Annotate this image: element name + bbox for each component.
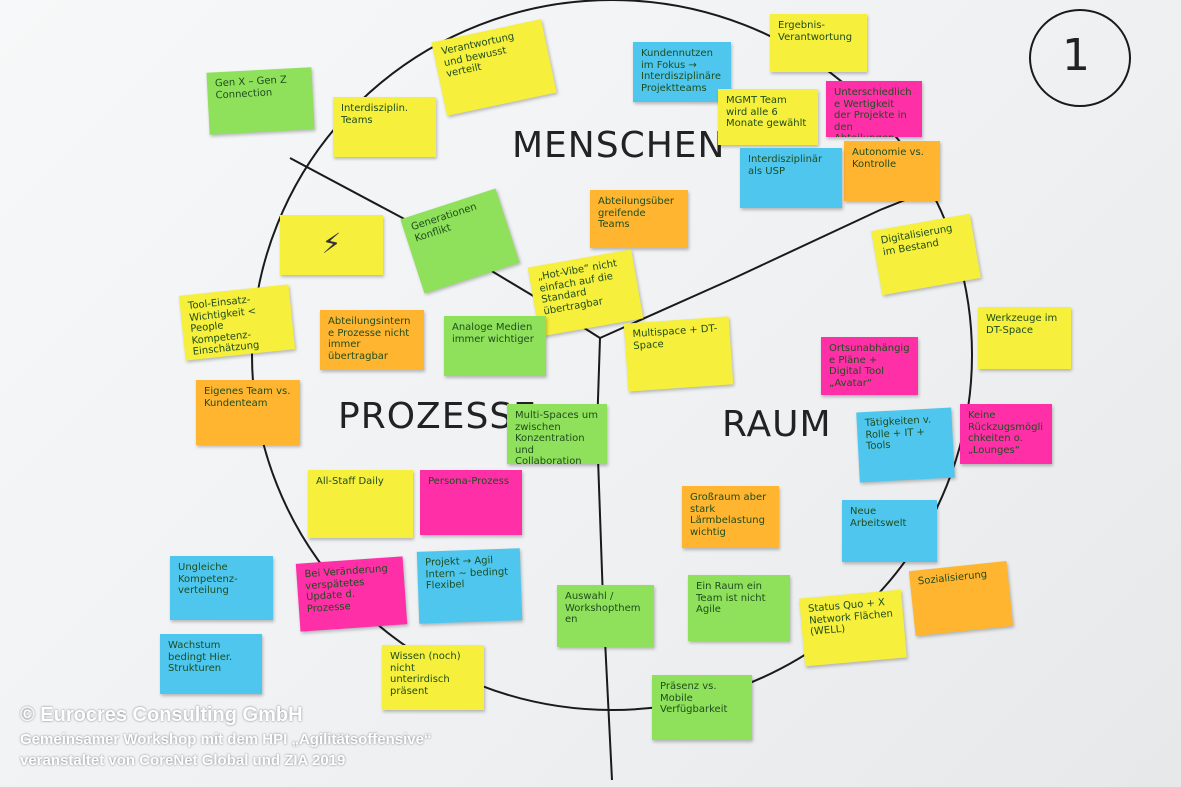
footer-copyright: © Eurocres Consulting GmbH (20, 704, 303, 726)
sticky-note: Ungleiche Kompetenz-verteilung (170, 556, 273, 620)
label-menschen: MENSCHEN (512, 125, 726, 166)
sticky-note: Abteilungsübergreifende Teams (590, 190, 688, 248)
footer-line-1: Gemeinsamer Workshop mit dem HPI „Agilit… (20, 731, 432, 748)
sticky-note: Projekt → Agil Intern ~ bedingt Flexibel (416, 548, 523, 624)
sticky-note: Kundennutzen im Fokus → Interdisziplinär… (633, 42, 731, 102)
footer-line-2: veranstaltet von CoreNet Global und ZIA … (20, 752, 346, 769)
sticky-note: Werkzeuge im DT-Space (978, 307, 1071, 369)
corner-number: 1 (1062, 30, 1091, 81)
sticky-note: Multispace + DT-Space (623, 316, 734, 392)
sticky-note: Autonomie vs. Kontrolle (844, 141, 940, 201)
sticky-note: Eigenes Team vs. Kundenteam (196, 380, 300, 445)
sticky-note: Präsenz vs. Mobile Verfügbarkeit (652, 675, 752, 740)
sticky-note: Analoge Medien immer wichtiger (444, 316, 546, 376)
sticky-note: Persona-Prozess (420, 470, 522, 535)
sticky-note: Wissen (noch) nicht unterirdisch präsent (382, 645, 484, 710)
corner-circle (1029, 9, 1131, 107)
sticky-note: Keine Rückzugsmöglichkeiten o. „Lounges“ (960, 404, 1052, 464)
sticky-note: Abteilungsinterne Prozesse nicht immer ü… (320, 310, 424, 370)
sticky-note: Auswahl / Workshopthemen (557, 585, 654, 647)
sticky-note: Unterschiedliche Wertigkeit der Projekte… (826, 81, 922, 137)
sticky-note: Interdisziplin. Teams (333, 97, 436, 157)
label-raum: RAUM (722, 404, 832, 445)
sticky-note: Wachstum bedingt Hier. Strukturen (160, 634, 262, 694)
sticky-note: MGMT Team wird alle 6 Monate gewählt (718, 89, 818, 145)
sticky-note: Bei Veränderung verspätetes Update d. Pr… (295, 556, 408, 632)
sticky-note: Sozialisierung (908, 561, 1014, 636)
outer-circle (251, 0, 973, 711)
sticky-note: Ergebnis-Verantwortung (770, 14, 867, 72)
sticky-note: Neue Arbeitswelt (842, 500, 937, 562)
divider-right (599, 199, 906, 339)
sticky-note: Ein Raum ein Team ist nicht Agile (688, 575, 790, 641)
label-prozesse: PROZESSE (338, 396, 537, 437)
sticky-note: Interdisziplinär als USP (740, 148, 842, 208)
sticky-note: Gen X – Gen Z Connection (206, 67, 315, 135)
sticky-note: All-Staff Daily (308, 470, 413, 538)
sticky-note: Großraum aber stark Lärmbelastung wichti… (682, 486, 779, 548)
divider-down (595, 337, 613, 781)
sticky-note: Tool-Einsatz-Wichtigkeit < People Kompet… (178, 284, 296, 361)
sticky-note: Status Quo + X Network Flächen (WELL) (799, 589, 907, 667)
sticky-note: ⚡ (280, 215, 383, 275)
sticky-note: Tätigkeiten v. Rolle + IT + Tools (856, 407, 955, 483)
sticky-note: Ortsunabhängige Pläne + Digital Tool „Av… (821, 337, 918, 395)
sticky-note: Multi-Spaces um zwischen Konzentration u… (507, 404, 607, 464)
